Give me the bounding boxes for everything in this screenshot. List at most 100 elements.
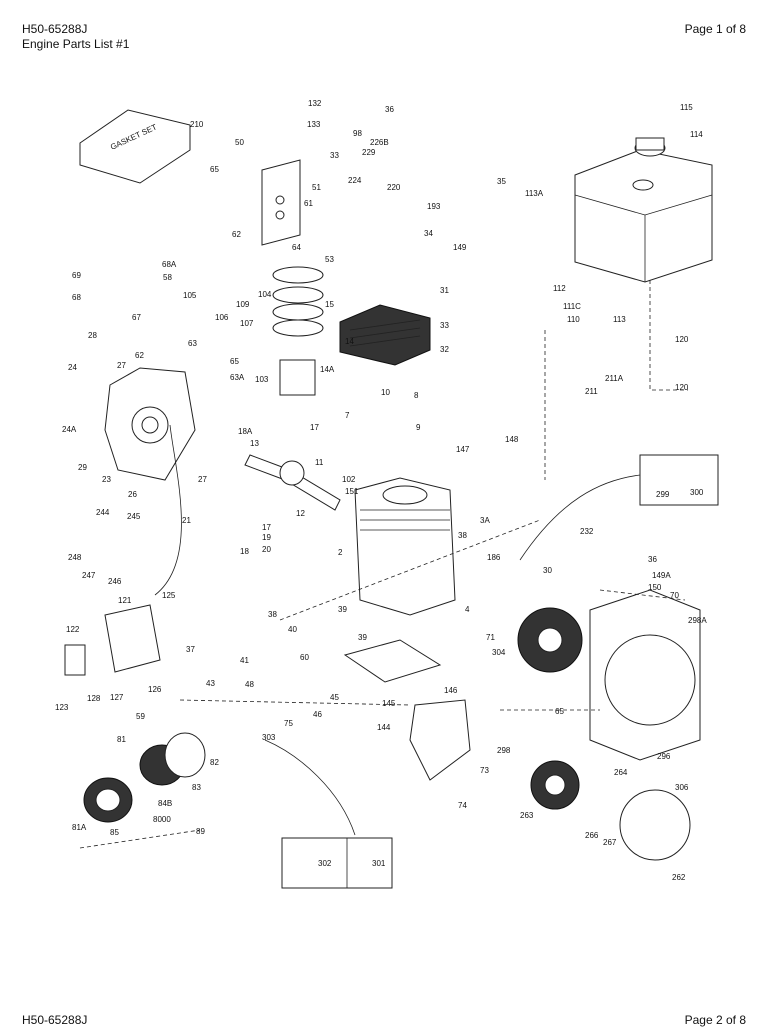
part-label: 144 (377, 723, 391, 732)
part-label: 27 (198, 475, 207, 484)
part-label: 33 (440, 321, 449, 330)
part-label: 193 (427, 202, 441, 211)
part-label: 8 (414, 391, 419, 400)
part-label: 30 (543, 566, 552, 575)
recoil-starter-part (530, 760, 691, 861)
part-label: 301 (372, 859, 386, 868)
part-label: 18A (238, 427, 253, 436)
part-label: 20 (262, 545, 271, 554)
part-label: 37 (186, 645, 195, 654)
footer-document-id: H50-65288J (22, 1013, 88, 1027)
part-label: 70 (670, 591, 679, 600)
air-cleaner-part (83, 732, 206, 823)
part-label: 246 (108, 577, 122, 586)
part-label: 59 (136, 712, 145, 721)
cylinder-head-part (339, 304, 431, 366)
part-label: 224 (348, 176, 362, 185)
part-label: 120 (675, 383, 689, 392)
part-label: 33 (330, 151, 339, 160)
part-label: 299 (656, 490, 670, 499)
part-label: 110 (567, 315, 580, 324)
part-label: 65 (555, 707, 564, 716)
part-label: 29 (78, 463, 87, 472)
part-label: 53 (325, 255, 334, 264)
part-label: 65 (230, 357, 239, 366)
part-label: 36 (385, 105, 394, 114)
part-label: 248 (68, 553, 82, 562)
part-label: 122 (66, 625, 80, 634)
part-label: 38 (268, 610, 277, 619)
part-label: 82 (210, 758, 219, 767)
part-label: 298A (688, 616, 707, 625)
engine-block-part (354, 477, 456, 616)
part-label: 186 (487, 553, 501, 562)
part-label: 81A (72, 823, 87, 832)
part-label: 32 (440, 345, 449, 354)
part-label: 63 (188, 339, 197, 348)
part-label: 43 (206, 679, 215, 688)
part-label: 23 (102, 475, 111, 484)
part-label: 111C (563, 302, 581, 311)
part-label: 133 (307, 120, 321, 129)
crankcase-cover-part (104, 367, 196, 481)
header-left: H50-65288J Engine Parts List #1 (22, 22, 129, 52)
part-label: 120 (675, 335, 689, 344)
part-label: 18 (240, 547, 249, 556)
part-label: 245 (127, 512, 141, 521)
part-label: 304 (492, 648, 506, 657)
document-title: Engine Parts List #1 (22, 37, 130, 51)
part-label: 15 (325, 300, 334, 309)
cover-plate-part (261, 159, 301, 246)
part-label: 61 (304, 199, 313, 208)
part-label: 81 (117, 735, 126, 744)
part-label: 303 (262, 733, 276, 742)
part-label: 31 (440, 286, 449, 295)
part-label: 244 (96, 508, 110, 517)
part-label: 132 (308, 99, 322, 108)
part-label: 300 (690, 488, 704, 497)
document-id: H50-65288J (22, 22, 88, 36)
part-label: 11 (315, 458, 324, 467)
footer-page-indicator: Page 2 of 8 (684, 1013, 746, 1027)
part-label: 151 (345, 487, 359, 496)
part-label: 85 (110, 828, 119, 837)
part-label: 84B (158, 799, 172, 808)
part-label: 68A (162, 260, 177, 269)
part-label: 98 (353, 129, 362, 138)
part-label: 125 (162, 591, 176, 600)
part-labels: 132 36 115 210 50 133 98 114 226B 229 33… (55, 99, 707, 882)
part-label: 67 (132, 313, 141, 322)
part-label: 38 (458, 531, 467, 540)
part-label: 298 (497, 746, 511, 755)
base-plate-part (343, 639, 471, 781)
part-label: 89 (196, 827, 205, 836)
part-label: 247 (82, 571, 96, 580)
part-label: 232 (580, 527, 594, 536)
part-label: 64 (292, 243, 301, 252)
part-label: 48 (245, 680, 254, 689)
part-label: 58 (163, 273, 172, 282)
part-label: 302 (318, 859, 332, 868)
part-label: 210 (190, 120, 204, 129)
part-label: 39 (338, 605, 347, 614)
part-label: 146 (444, 686, 458, 695)
part-label: 83 (192, 783, 201, 792)
part-label: 114 (690, 130, 703, 139)
part-label: 50 (235, 138, 244, 147)
part-label: 62 (232, 230, 241, 239)
piston-rings-part (272, 266, 324, 396)
part-label: 296 (657, 752, 671, 761)
part-label: 106 (215, 313, 229, 322)
part-label: 126 (148, 685, 162, 694)
flywheel-part (517, 607, 583, 673)
part-label: 2 (338, 548, 343, 557)
part-label: 71 (486, 633, 495, 642)
part-label: 26 (128, 490, 137, 499)
part-label: 12 (296, 509, 305, 518)
part-label: 267 (603, 838, 617, 847)
part-label: 60 (300, 653, 309, 662)
part-label: 149A (652, 571, 671, 580)
part-label: 211A (605, 374, 624, 383)
part-label: 3A (480, 516, 490, 525)
